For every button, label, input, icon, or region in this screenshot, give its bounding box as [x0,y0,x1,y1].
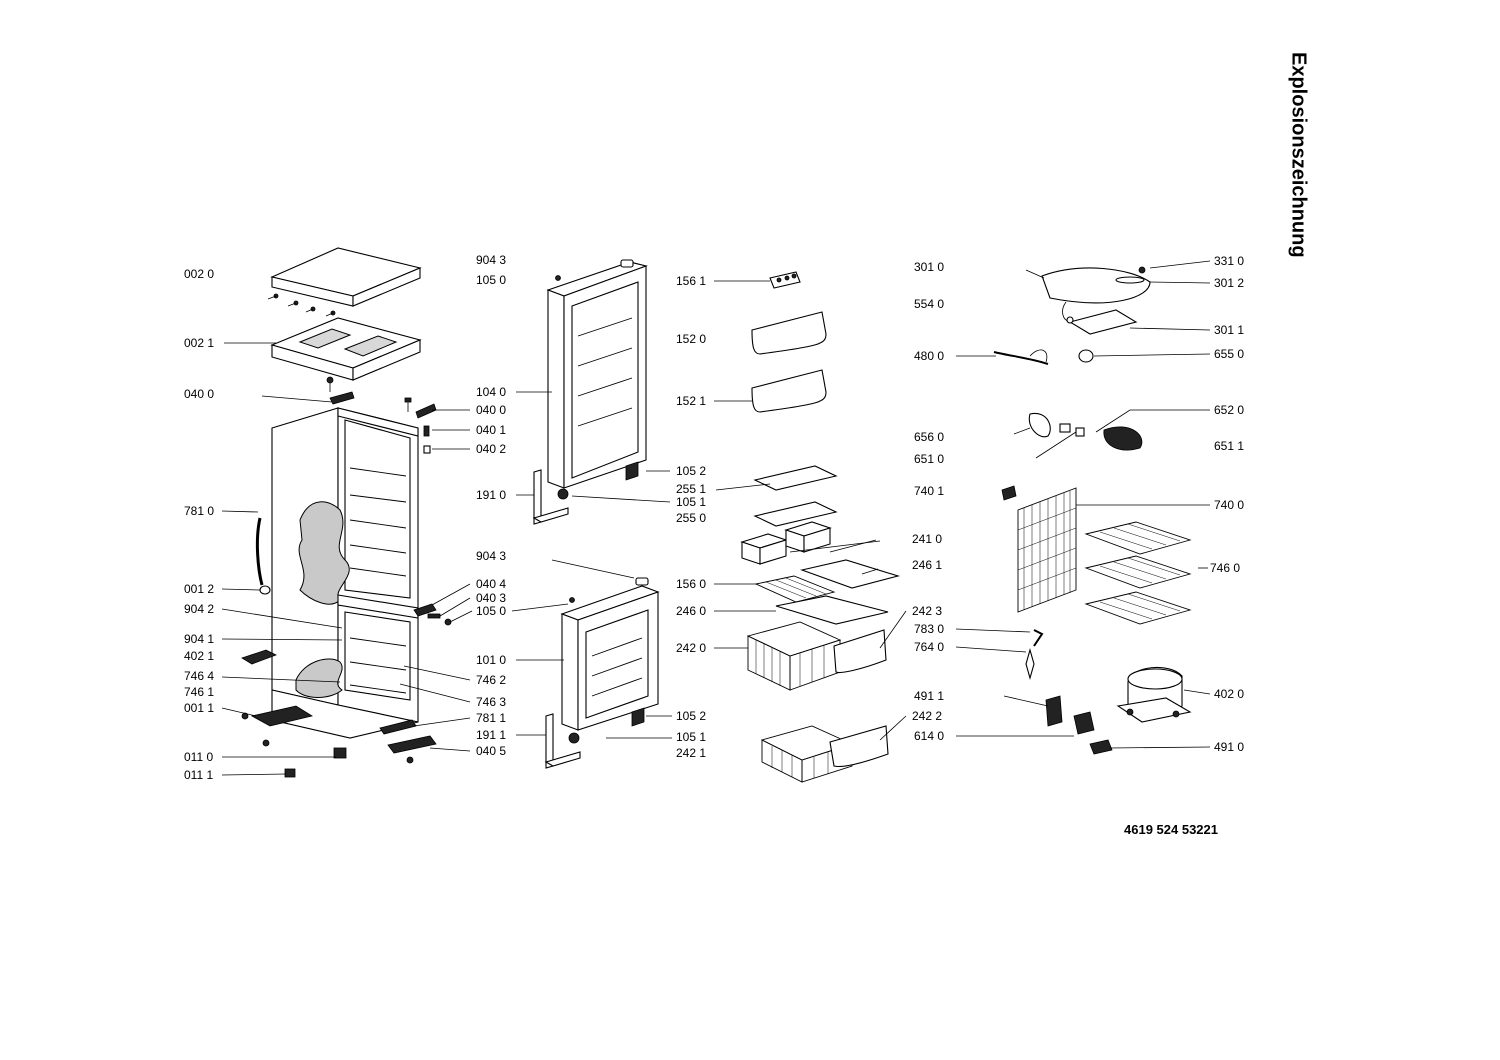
part-label-5540: 554 0 [914,297,944,311]
part-label-1052b: 105 2 [676,709,706,723]
part-label-0011: 001 1 [184,701,214,715]
compressor-icon [1116,666,1192,723]
part-number-labels: 002 0 002 1 040 0 781 0 001 2 904 2 904 … [184,253,1244,782]
part-label-7830: 783 0 [914,622,944,636]
part-label-6510: 651 0 [914,452,944,466]
accessories-assembly [740,271,901,783]
part-label-1050c: 105 0 [476,604,506,618]
part-label-2461: 246 1 [912,558,942,572]
part-label-0012: 001 2 [184,582,214,596]
condenser-coil-icon [1017,487,1077,613]
part-label-7811: 781 1 [476,711,506,725]
part-label-6520: 652 0 [1214,403,1244,417]
refrigerator-cabinet-icon [271,407,419,739]
part-label-1910: 191 0 [476,488,506,502]
part-label-1051b: 105 1 [676,730,706,744]
part-label-7463: 746 3 [476,695,506,709]
cabinet-assembly [241,247,452,778]
top-cover-part [267,247,422,317]
refrigeration-assembly [993,266,1192,755]
part-label-2420: 242 0 [676,641,706,655]
part-label-2423: 242 3 [912,604,942,618]
part-label-9043b: 904 3 [476,549,506,563]
part-label-2551: 255 1 [676,482,706,496]
document-number: 4619 524 53221 [1124,822,1218,837]
part-label-4020: 402 0 [1214,687,1244,701]
fridge-door-icon [532,259,660,769]
part-label-9042: 904 2 [184,602,214,616]
part-label-0402: 040 2 [476,442,506,456]
part-label-4800: 480 0 [914,349,944,363]
part-label-3310: 331 0 [1214,254,1244,268]
part-label-0110: 011 0 [184,750,213,764]
part-label-0404: 040 4 [476,577,506,591]
part-label-9041: 904 1 [184,632,214,646]
part-label-3011: 301 1 [1214,323,1244,337]
part-label-1520: 152 0 [676,332,706,346]
part-label-4910: 491 0 [1214,740,1244,754]
part-label-6550: 655 0 [1214,347,1244,361]
part-label-6140: 614 0 [914,729,944,743]
part-label-1052: 105 2 [676,464,706,478]
top-frame-part [270,317,422,392]
part-label-1911: 191 1 [476,728,506,742]
part-label-7401: 740 1 [914,484,944,498]
part-label-2422: 242 2 [912,709,942,723]
part-label-9043a: 904 3 [476,253,506,267]
part-label-3012: 301 2 [1214,276,1244,290]
part-label-4021: 402 1 [184,649,214,663]
wire-basket-drawer-icon [746,621,887,691]
part-label-0400: 040 0 [184,387,214,401]
part-label-0405: 040 5 [476,744,506,758]
part-label-7464: 746 4 [184,669,214,683]
part-label-4911: 491 1 [914,689,944,703]
part-label-0401: 040 1 [476,423,506,437]
part-label-6511: 651 1 [1214,439,1244,453]
part-label-2421: 242 1 [676,746,706,760]
part-label-0020: 002 0 [184,267,214,281]
part-label-1050a: 105 0 [476,273,506,287]
part-label-6560: 656 0 [914,430,944,444]
part-label-3010: 301 0 [914,260,944,274]
part-label-1560: 156 0 [676,577,706,591]
part-label-7810: 781 0 [184,504,214,518]
part-label-1051: 105 1 [676,495,706,509]
part-label-7640: 764 0 [914,640,944,654]
part-label-1521: 152 1 [676,394,706,408]
part-label-2550: 255 0 [676,511,706,525]
leader-lines [221,260,1211,776]
top-hinge-part [329,391,437,454]
part-label-1561: 156 1 [676,274,706,288]
part-label-0111: 011 1 [184,768,213,782]
part-label-2410: 241 0 [912,532,942,546]
part-label-7461: 746 1 [184,685,214,699]
part-label-0400b: 040 0 [476,403,506,417]
part-label-2460: 246 0 [676,604,706,618]
part-label-7460: 746 0 [1210,561,1240,575]
part-label-0021: 002 1 [184,336,214,350]
part-label-7462: 746 2 [476,673,506,687]
part-label-1040: 104 0 [476,385,506,399]
part-label-7400: 740 0 [1214,498,1244,512]
part-label-1010: 101 0 [476,653,506,667]
part-label-0403: 040 3 [476,591,506,605]
